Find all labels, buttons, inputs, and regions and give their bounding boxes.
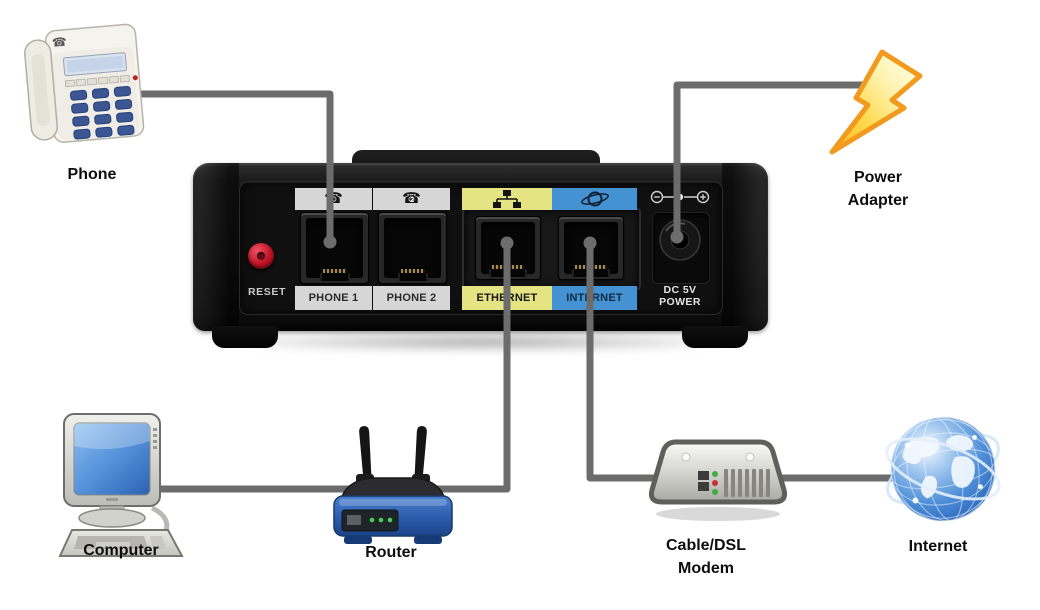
device-foot-right bbox=[682, 326, 748, 348]
device-shadow bbox=[205, 331, 757, 353]
phone-handset-2-icon: ☎2 bbox=[402, 190, 421, 207]
modem-label: Cable/DSL Modem bbox=[665, 537, 746, 577]
dc-power-label: DC 5V POWER bbox=[659, 284, 701, 308]
svg-text:☎: ☎ bbox=[51, 35, 67, 50]
router-label: Router bbox=[365, 544, 417, 561]
desktop-computer-icon bbox=[58, 413, 184, 557]
internet-globe-icon bbox=[885, 416, 1001, 522]
internet-port bbox=[558, 216, 624, 280]
power-adapter-label: Power Adapter bbox=[847, 169, 909, 209]
lightning-bolt-icon bbox=[829, 49, 923, 155]
ethernet-port bbox=[475, 216, 541, 280]
device-left-bevel bbox=[193, 163, 239, 331]
phone1-icon-strip: ☎ bbox=[295, 188, 372, 210]
planet-orbit-icon bbox=[580, 191, 609, 207]
device-port-panel: RESET ☎ PHONE 1 ☎2 PHONE 2 bbox=[240, 182, 722, 314]
ethernet-network-icon bbox=[493, 189, 521, 208]
internet-icon-strip bbox=[552, 188, 637, 210]
phone1-port bbox=[300, 212, 369, 284]
phone2-label: PHONE 2 bbox=[373, 286, 450, 310]
ethernet-label: ETHERNET bbox=[462, 286, 552, 310]
phone-handset-icon: ☎ bbox=[324, 190, 343, 207]
internet-label: Internet bbox=[908, 538, 968, 555]
dc-polarity-icon bbox=[650, 190, 710, 204]
device-foot-left bbox=[212, 326, 278, 348]
dc-power-jack bbox=[652, 212, 710, 284]
device-right-bevel bbox=[722, 163, 768, 331]
internet-label: INTERNET bbox=[552, 286, 637, 310]
cable-dsl-modem-icon bbox=[649, 439, 787, 521]
phone2-port-column: ☎2 PHONE 2 bbox=[373, 188, 450, 310]
phone-label: Phone bbox=[67, 166, 117, 183]
reset-label: RESET bbox=[247, 286, 286, 298]
phone2-badge: 2 bbox=[410, 197, 415, 204]
reset-button bbox=[248, 243, 274, 269]
phone1-label: PHONE 1 bbox=[295, 286, 372, 310]
phone2-icon-strip: ☎2 bbox=[373, 188, 450, 210]
desk-phone-icon: ☎ bbox=[24, 23, 145, 143]
ethernet-icon-strip bbox=[462, 188, 552, 210]
computer-label: Computer bbox=[83, 542, 159, 559]
wireless-router-icon bbox=[333, 426, 453, 544]
phone1-port-column: ☎ PHONE 1 bbox=[295, 188, 372, 310]
phone2-port bbox=[378, 212, 447, 284]
